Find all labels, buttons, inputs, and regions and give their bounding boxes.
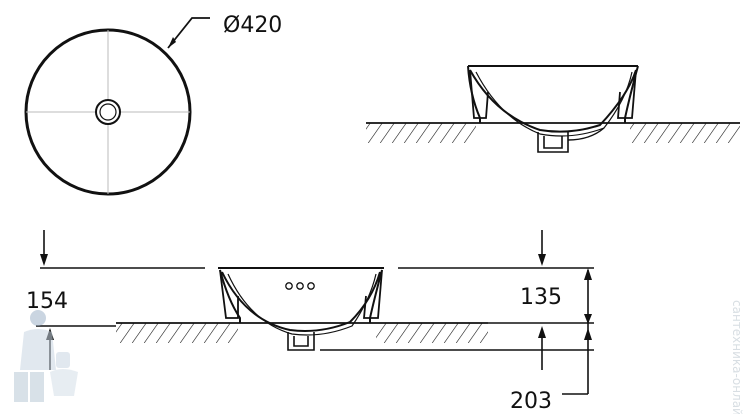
countertop-hatch-left	[366, 123, 476, 143]
dim-203-arrow-top	[584, 268, 592, 280]
watermark-text: сантехника-онлайн	[730, 300, 744, 414]
overflow-channel	[567, 127, 605, 141]
dim-203-arrow-mid-up	[584, 314, 592, 324]
dim-203-label: 203	[510, 389, 552, 414]
basin-foot-right	[617, 69, 637, 119]
front-countertop-hatch-right	[376, 323, 488, 343]
dim-203-arrow-mid-down	[584, 328, 592, 340]
dim-154-arrow-top-head	[40, 254, 48, 266]
front-foot-right	[363, 269, 383, 319]
leader-arrow-head	[168, 37, 176, 48]
front-section-view: 154 135 203	[26, 230, 594, 414]
basin-section-inner	[475, 71, 633, 137]
dim-135-label: 135	[520, 285, 562, 310]
overflow-hole-1	[285, 282, 293, 290]
overflow-hole-3	[307, 282, 315, 290]
front-countertop-hatch-left	[116, 323, 238, 343]
drain-hole-inner	[99, 103, 117, 121]
diameter-leader-line	[167, 17, 210, 49]
front-foot-left	[219, 269, 239, 319]
dim-135-bottom-arrow-head	[538, 326, 546, 338]
countertop-hatch-right	[630, 123, 740, 143]
drain-outlet-side	[537, 132, 569, 153]
dim-154-label: 154	[26, 289, 68, 314]
plumber-figure-icon	[14, 310, 78, 402]
watermark: сантехника-онлайн	[14, 300, 744, 414]
dim-135-top-arrow-head	[538, 254, 546, 266]
diameter-label: Ø420	[223, 13, 282, 38]
drain-outlet-front	[287, 332, 315, 351]
side-section-view	[366, 65, 740, 153]
top-view: Ø420	[24, 13, 282, 196]
overflow-hole-2	[296, 282, 304, 290]
basin-foot-left	[469, 69, 489, 119]
